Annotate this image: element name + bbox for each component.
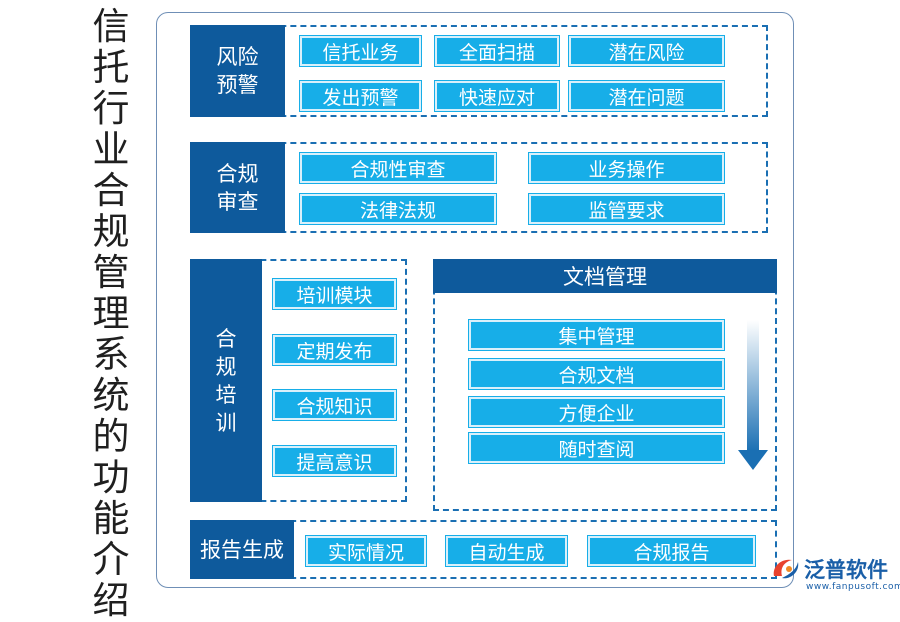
outer-frame <box>156 12 794 588</box>
report-label: 报告生成 <box>190 520 294 579</box>
brand-logo: 泛普软件 www.fanpusoft.com <box>770 552 900 598</box>
docs-header: 文档管理 <box>433 259 777 293</box>
report-item-2: 自动生成 <box>446 536 567 566</box>
brand-url: www.fanpusoft.com <box>806 582 900 592</box>
report-item-1: 实际情况 <box>306 536 426 566</box>
training-item-3: 合规知识 <box>273 390 396 420</box>
report-item-3: 合规报告 <box>588 536 755 566</box>
review-item-3: 法律法规 <box>300 194 496 224</box>
docs-item-2: 合规文档 <box>469 359 724 389</box>
review-item-1: 合规性审查 <box>300 153 496 183</box>
review-item-4: 监管要求 <box>529 194 724 224</box>
risk-item-2: 全面扫描 <box>435 36 559 66</box>
risk-item-1: 信托业务 <box>300 36 421 66</box>
brand-logo-icon <box>773 559 799 579</box>
docs-item-1: 集中管理 <box>469 320 724 350</box>
page-title: 信托行业合规管理系统的功能介绍 <box>92 5 130 622</box>
review-label: 合规审查 <box>190 142 285 233</box>
risk-item-5: 快速应对 <box>435 81 559 111</box>
risk-item-6: 潜在问题 <box>569 81 724 111</box>
training-item-2: 定期发布 <box>273 335 396 365</box>
training-item-4: 提高意识 <box>273 446 396 476</box>
review-item-2: 业务操作 <box>529 153 724 183</box>
risk-item-4: 发出预警 <box>300 81 421 111</box>
docs-item-4: 随时查阅 <box>469 433 724 463</box>
down-arrow-icon <box>738 320 768 470</box>
risk-label: 风险预警 <box>190 25 285 117</box>
training-label: 合规培训 <box>190 259 262 502</box>
brand-name: 泛普软件 <box>804 558 888 582</box>
training-item-1: 培训模块 <box>273 279 396 309</box>
docs-item-3: 方便企业 <box>469 397 724 427</box>
risk-item-3: 潜在风险 <box>569 36 724 66</box>
